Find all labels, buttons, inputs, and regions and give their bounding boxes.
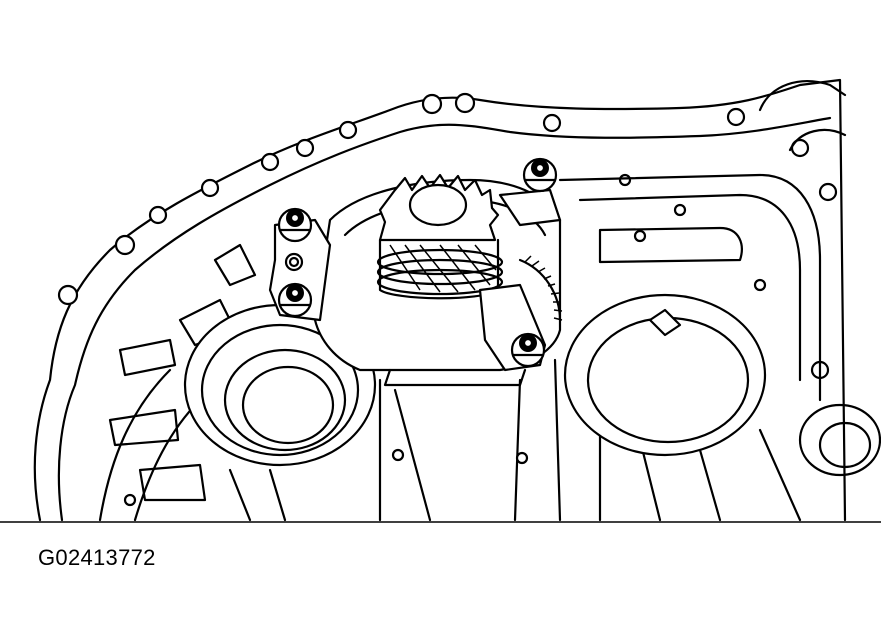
upper-right-boss [758,80,847,152]
housing-outer-flange [33,78,847,522]
ring-gear [518,255,563,322]
figure-code: G02413772 [38,545,156,570]
bolt-top-right [522,157,558,193]
bolt-middle-left [277,282,313,318]
bolt-top-left [277,207,313,243]
lower-right-ring [798,403,881,477]
pinion-gear [376,173,504,300]
bolt-bottom-right [510,332,546,368]
flange-bolt-holes [57,92,838,380]
right-bearing-bore [563,293,767,457]
right-chamber [558,173,822,402]
lock-washer [284,252,304,272]
transaxle-case-illustration [0,78,881,523]
